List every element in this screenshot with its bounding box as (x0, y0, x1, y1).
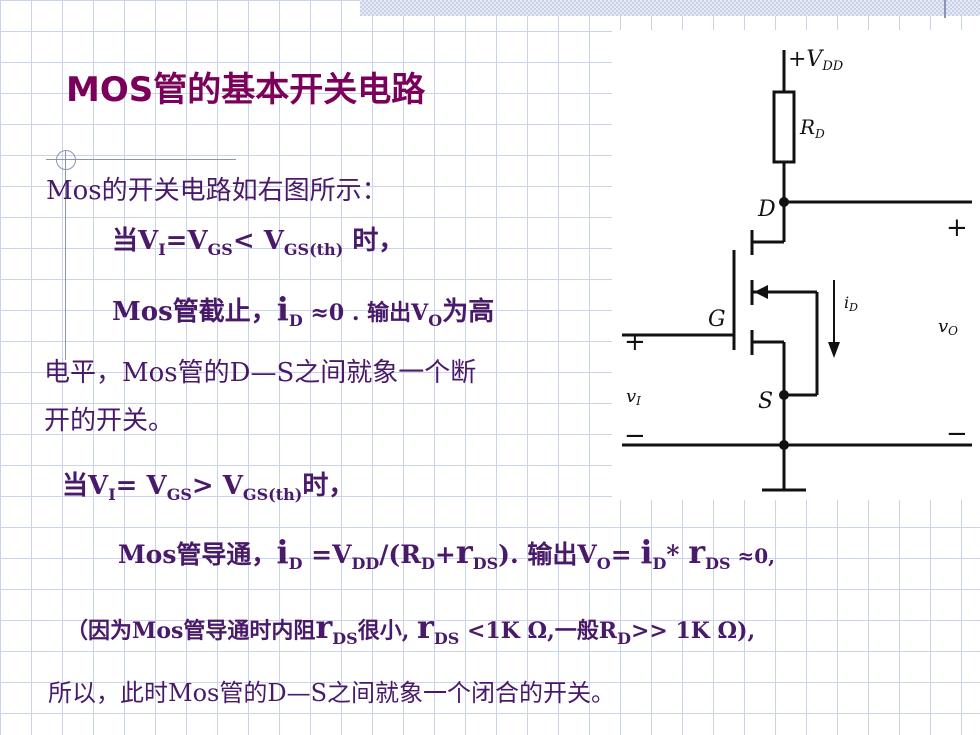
mos-switch-circuit-diagram: +VDD RD D G S iD vO vI + − + − (612, 30, 980, 500)
ground-node (779, 440, 789, 450)
text-line-2: 当VI=VGS< VGS(th) 时， (112, 226, 405, 259)
slide-title: MOS管的基本开关电路 (66, 70, 426, 110)
output-plus: + (946, 213, 968, 243)
gate-label: G (708, 307, 726, 332)
top-decoration-tick (944, 0, 946, 18)
text-line-9: 所以，此时Mos管的D—S之间就象一个闭合的开关。 (48, 679, 616, 707)
output-minus: − (946, 419, 968, 449)
drain-node (779, 197, 789, 207)
intro-text: Mos的开关电路如右图所示： (46, 176, 388, 206)
vdd-label: +VDD (788, 47, 844, 74)
decoration-line-vertical (65, 150, 66, 360)
source-node (779, 390, 789, 400)
substrate-arrow (754, 285, 768, 299)
source-label: S (758, 389, 773, 414)
drain-label: D (757, 197, 776, 222)
text-line-4: 电平，Mos管的D—S之间就象一个断 (44, 358, 477, 388)
rd-resistor (772, 90, 796, 164)
rd-label: RD (799, 115, 825, 141)
circuit-svg: +VDD RD D G S iD vO vI + − + − (622, 47, 972, 492)
id-arrow-head (828, 342, 840, 358)
text-line-3: Mos管截止，iD ≈0 . 输出VO为高 (112, 290, 495, 330)
text-line-7: Mos管导通，iD =VDD/(RD+rDS). 输出VO= iD* rDS ≈… (118, 533, 776, 573)
vi-label: vI (626, 386, 641, 408)
top-decoration-bar (360, 0, 980, 16)
text-line-6: 当VI= VGS> VGS(th)时， (62, 471, 355, 504)
input-plus: + (624, 327, 646, 357)
input-minus: − (624, 421, 646, 451)
decoration-line-horizontal (46, 159, 236, 160)
id-label: iD (844, 293, 858, 314)
text-line-8: （因为Mos管导通时内阻rDS很小, rDS <1K Ω,一般RD>> 1K Ω… (66, 608, 756, 648)
decoration-circle (56, 150, 76, 170)
vo-label: vO (938, 316, 958, 338)
text-line-1: Mos的开关电路如右图所示： (46, 170, 388, 207)
text-line-5: 开的开关。 (44, 406, 175, 436)
